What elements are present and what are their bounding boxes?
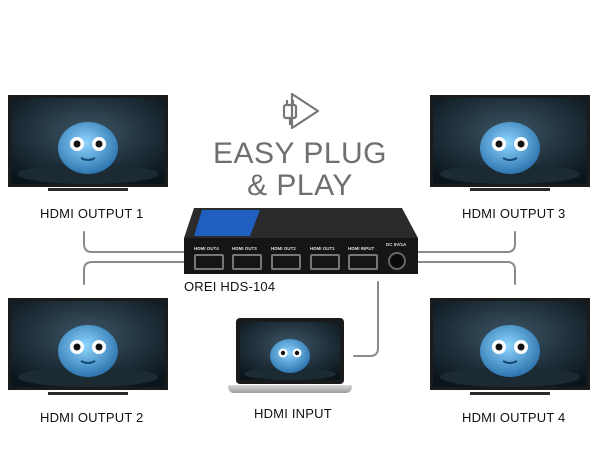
- port-label-out1: HDMI OUT1: [310, 246, 335, 251]
- port-label-out2: HDMI OUT2: [271, 246, 296, 251]
- laptop-input: [228, 318, 352, 400]
- hdmi-splitter-device: HDMI OUT4 HDMI OUT3 HDMI OUT2 HDMI OUT1 …: [180, 208, 420, 276]
- headline-line-1: EASY PLUG: [212, 137, 388, 170]
- label-hdmi-output-2: HDMI OUTPUT 2: [40, 410, 144, 425]
- tv-output-3: [430, 95, 590, 197]
- label-hdmi-output-1: HDMI OUTPUT 1: [40, 206, 144, 221]
- label-hdmi-output-3: HDMI OUTPUT 3: [462, 206, 566, 221]
- tv-stand: [470, 392, 550, 395]
- headline-line-2: & PLAY: [247, 169, 353, 202]
- splitter-body: [184, 208, 418, 274]
- tv-stand: [48, 392, 128, 395]
- power-label: DC 5V/1A: [386, 242, 407, 247]
- monster-image: [240, 322, 340, 380]
- hdmi-port-out4: [194, 254, 224, 270]
- port-label-out4: HDMI OUT4: [194, 246, 219, 251]
- monster-image: [433, 301, 587, 387]
- label-hdmi-output-4: HDMI OUTPUT 4: [462, 410, 566, 425]
- headline: EASY PLUG & PLAY: [190, 138, 410, 202]
- monster-image: [11, 301, 165, 387]
- tv-screen: [8, 95, 168, 187]
- monster-image: [433, 98, 587, 184]
- laptop-screen: [236, 318, 344, 384]
- port-label-out3: HDMI OUT3: [232, 246, 257, 251]
- tv-screen: [430, 298, 590, 390]
- tv-output-2: [8, 298, 168, 402]
- tv-screen: [430, 95, 590, 187]
- port-label-input: HDMI INPUT: [348, 246, 375, 251]
- plug-play-icon: [277, 88, 323, 134]
- hdmi-port-out1: [310, 254, 340, 270]
- label-device-model: OREI HDS-104: [184, 279, 276, 294]
- tv-output-1: [8, 95, 168, 197]
- label-hdmi-input: HDMI INPUT: [254, 406, 332, 421]
- dc-power-port: [388, 252, 406, 270]
- tv-screen: [8, 298, 168, 390]
- hdmi-port-out2: [271, 254, 301, 270]
- hdmi-port-out3: [232, 254, 262, 270]
- tv-stand: [470, 188, 550, 191]
- monster-image: [11, 98, 165, 184]
- tv-stand: [48, 188, 128, 191]
- tv-output-4: [430, 298, 590, 402]
- hdmi-port-input: [348, 254, 378, 270]
- laptop-base: [228, 385, 352, 393]
